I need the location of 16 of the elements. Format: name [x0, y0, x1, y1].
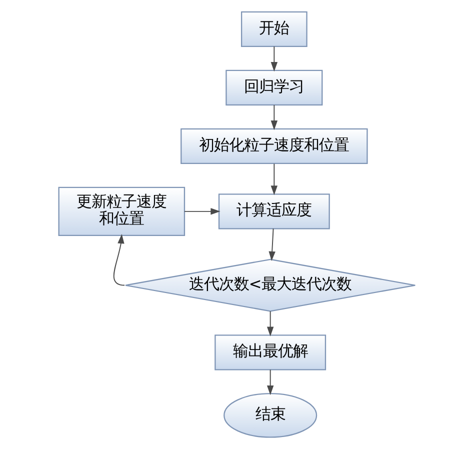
- arrow: [266, 310, 274, 336]
- node-box: 初始化粒子速度和位置: [180, 128, 368, 164]
- arrow: [113, 234, 126, 286]
- node-box: 输出最优解: [214, 334, 326, 370]
- node-diamond: 迭代次数<最大迭代次数: [124, 258, 416, 312]
- arrow: [268, 228, 276, 262]
- node-box: 更新粒子速度和位置: [58, 186, 186, 236]
- node-box: 回归学习: [226, 70, 323, 106]
- node-ellipse: 结束: [224, 392, 318, 438]
- arrow: [270, 104, 278, 130]
- node-box: 开始: [240, 11, 308, 48]
- arrow: [270, 46, 278, 72]
- arrow: [184, 208, 220, 215]
- node-box: 计算适应度: [218, 194, 330, 230]
- arrow: [266, 369, 274, 396]
- arrow: [270, 163, 278, 196]
